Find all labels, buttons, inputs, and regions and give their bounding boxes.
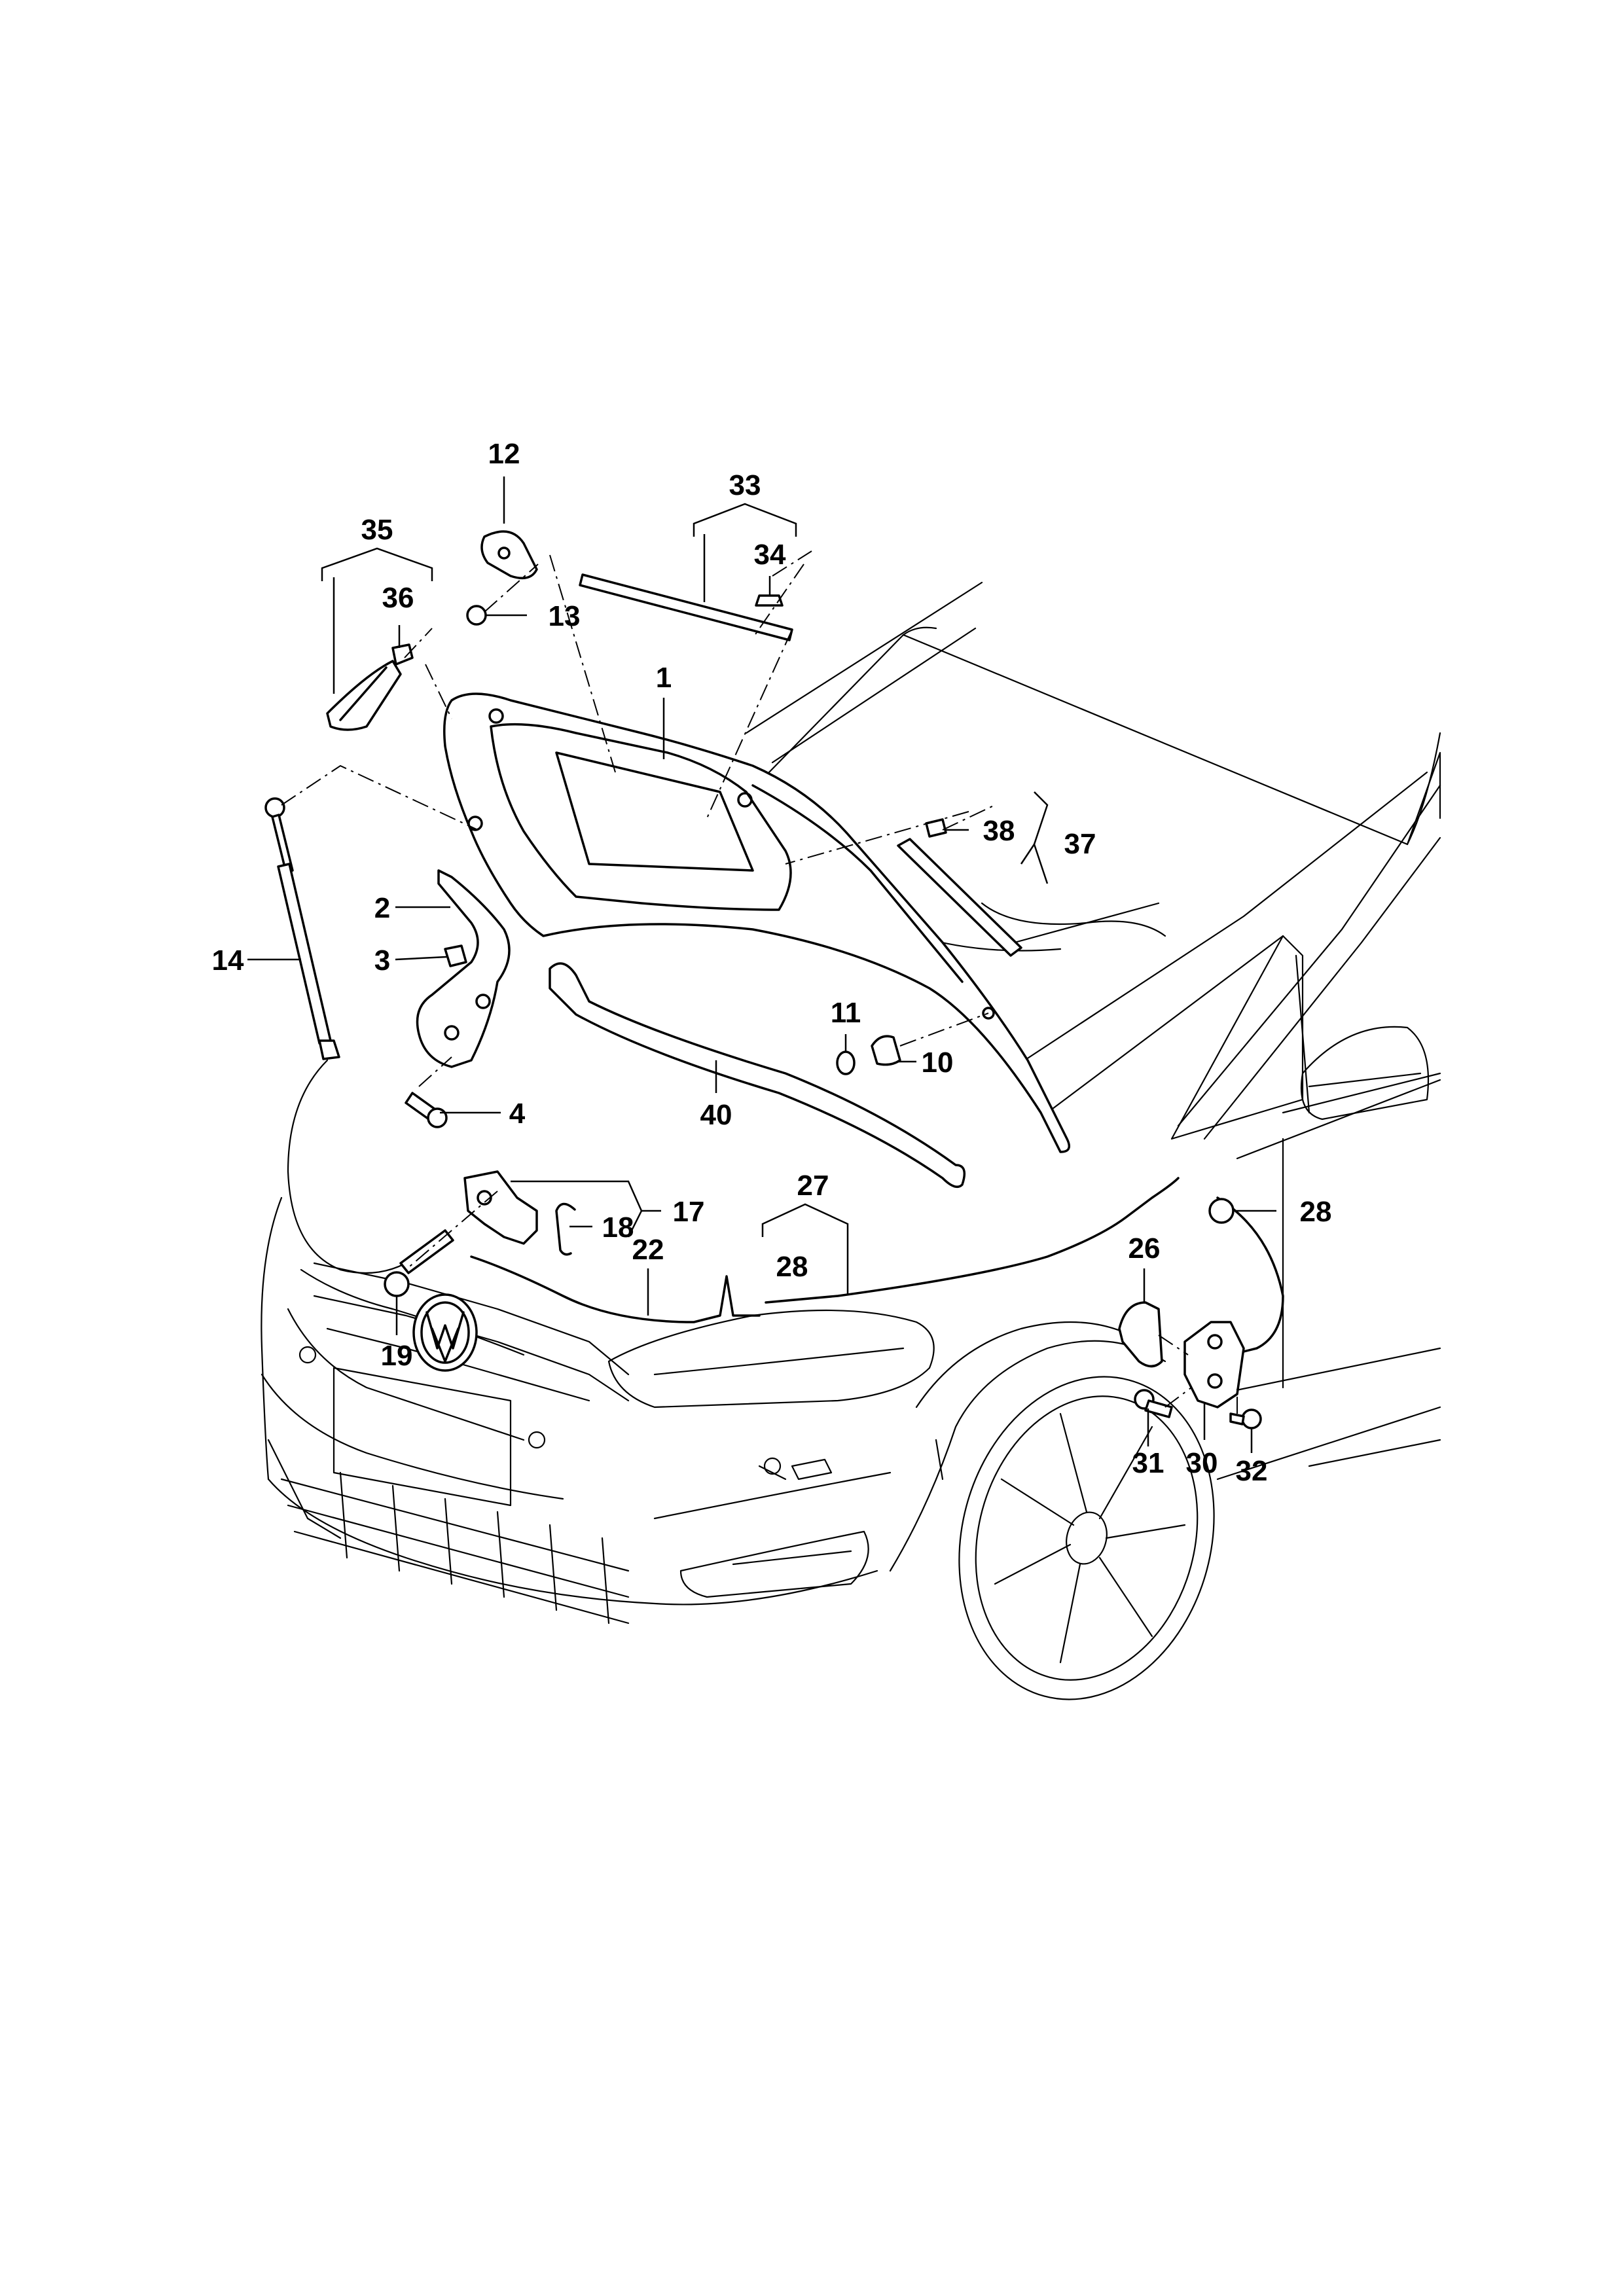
part-18-clip bbox=[555, 1202, 576, 1256]
car-body-outline bbox=[261, 581, 1441, 1700]
callout-38: 38 bbox=[983, 815, 1015, 847]
part-31-bolt bbox=[1134, 1389, 1173, 1418]
callout-34: 34 bbox=[754, 539, 786, 571]
part-22-cable bbox=[470, 1255, 761, 1323]
part-33-seal bbox=[579, 573, 793, 641]
part-17-lock bbox=[463, 1170, 538, 1245]
part-2-hinge bbox=[416, 869, 511, 1068]
callout-32: 32 bbox=[1236, 1455, 1268, 1487]
part-26-handle bbox=[1118, 1301, 1163, 1368]
part-14-gas-strut bbox=[264, 797, 340, 1060]
part-11-ring bbox=[836, 1050, 856, 1075]
callout-37: 37 bbox=[1064, 828, 1096, 860]
callout-4: 4 bbox=[509, 1098, 526, 1130]
part-13-nut bbox=[466, 605, 487, 626]
callout-2: 2 bbox=[374, 892, 390, 924]
callout-14: 14 bbox=[212, 944, 244, 977]
callout-10: 10 bbox=[922, 1047, 954, 1079]
part-38-clip bbox=[925, 818, 947, 838]
part-30-bracket bbox=[1183, 1321, 1245, 1408]
part-10-buffer bbox=[871, 1035, 901, 1066]
part-3-nut bbox=[444, 944, 467, 967]
part-40-seal bbox=[549, 962, 966, 1189]
callout-36: 36 bbox=[382, 582, 414, 614]
callout-19: 19 bbox=[381, 1340, 413, 1372]
callout-17: 17 bbox=[673, 1196, 705, 1228]
callout-1: 1 bbox=[656, 662, 672, 694]
callout-22: 22 bbox=[632, 1234, 664, 1266]
callout-31: 31 bbox=[1132, 1447, 1164, 1479]
callout-33: 33 bbox=[729, 469, 761, 501]
callout-12: 12 bbox=[488, 438, 520, 470]
engine-hood bbox=[443, 692, 1071, 1153]
assembly-lines bbox=[281, 550, 1238, 1414]
callout-11: 11 bbox=[831, 997, 861, 1029]
part-28-grommet bbox=[1208, 1198, 1235, 1224]
callout-30: 30 bbox=[1186, 1447, 1218, 1479]
part-4-bolt bbox=[405, 1092, 448, 1128]
callout-28-left: 28 bbox=[776, 1251, 808, 1283]
callout-13: 13 bbox=[549, 600, 581, 632]
callout-40: 40 bbox=[700, 1099, 732, 1131]
part-32-clip bbox=[1229, 1408, 1262, 1429]
part-34-clip bbox=[755, 594, 784, 607]
leader-lines bbox=[247, 476, 1276, 1453]
vw-emblem bbox=[412, 1293, 478, 1372]
callout-18: 18 bbox=[602, 1211, 634, 1244]
callout-26: 26 bbox=[1128, 1232, 1161, 1265]
part-27-cable bbox=[765, 1177, 1180, 1304]
callout-27: 27 bbox=[797, 1170, 829, 1202]
callout-28-right: 28 bbox=[1300, 1196, 1332, 1228]
part-35-seal bbox=[326, 660, 402, 731]
callout-35: 35 bbox=[361, 514, 393, 546]
callout-labels: 1 2 3 4 10 11 12 13 14 17 18 19 22 26 27… bbox=[212, 438, 1332, 1487]
part-37-seal bbox=[897, 838, 1022, 957]
callout-3: 3 bbox=[374, 944, 390, 977]
part-36-clip bbox=[391, 643, 414, 666]
